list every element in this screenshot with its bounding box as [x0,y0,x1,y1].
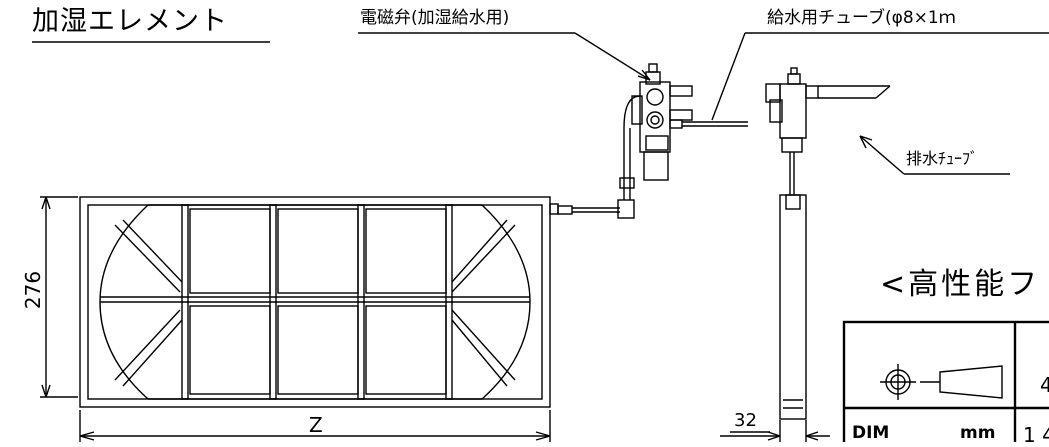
valve-leader-arrow [637,69,651,81]
supply-pipe [549,128,635,219]
table-unit-label: mm [960,423,996,443]
supply-leader-line [711,32,746,121]
thickness-dimension-label: 32 [734,410,757,431]
height-dimension-line [40,196,78,398]
height-dimension-label: 276 [21,270,46,310]
width-dimension-line [79,410,551,442]
humidifier-element-front-view [79,196,551,408]
valve-leader-line [574,32,651,81]
table-header-cell: 4 [1040,373,1049,397]
supply-tube-label: 給水用チューブ(φ8×1ｍ [767,8,956,28]
drain-leader-line [859,135,905,175]
table-dim-label: DIM [852,423,890,443]
side-view-element [779,194,807,420]
table-title: <高性能フ [880,267,1041,302]
valve-label: 電磁弁(加湿給水用) [360,8,510,28]
thickness-dimension-line [720,420,830,442]
solenoid-valve [623,63,748,181]
performance-table [842,320,1049,442]
drain-tube [818,85,891,99]
element-title: 加湿エレメント [32,6,228,37]
side-view-valve [765,67,819,195]
filter-tapered-icon [939,365,1003,399]
drain-tube-label: 排水ﾁｭｰﾌﾞ [906,149,979,168]
width-dimension-label: Z [309,413,323,437]
table-value-cell: 1 4 [1023,423,1049,447]
